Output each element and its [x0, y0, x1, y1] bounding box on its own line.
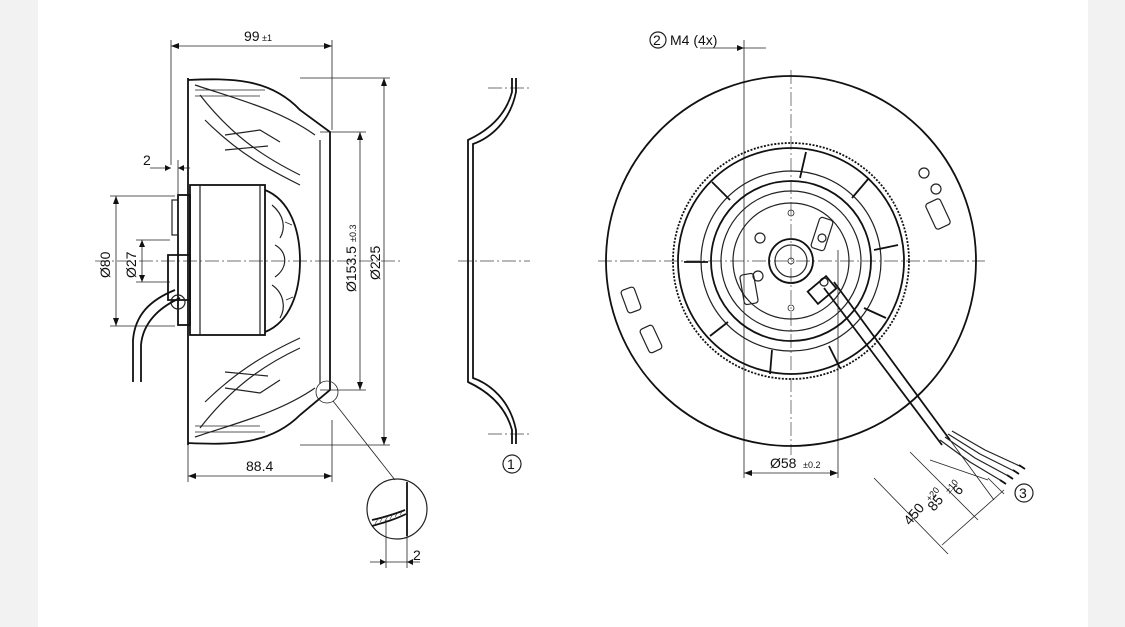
dim-width-total: 99 [244, 28, 260, 44]
drawing-sheet: 99 ±1 2 Ø80 Ø27 Ø153.5 ±0.3 Ø225 [38, 0, 1088, 627]
dim-shaft-dia: Ø27 [123, 251, 139, 278]
callout-circle-1 [502, 454, 522, 474]
callout-nozzle: 1 [507, 456, 515, 472]
dim-center-dia: Ø58 [770, 455, 797, 471]
dim-center-dia-tol: ±0.2 [803, 460, 820, 470]
callout-cable: 3 [1019, 485, 1027, 501]
detail-view: 2 [366, 478, 428, 568]
nozzle-view: 1 [458, 78, 530, 474]
callout-circle-3 [1014, 483, 1034, 503]
side-view [95, 78, 400, 481]
dim-width-total-tol: ±1 [262, 33, 272, 43]
detail-dim: 2 [413, 547, 421, 563]
side-view-dimensions: 99 ±1 2 Ø80 Ø27 Ø153.5 ±0.3 Ø225 [97, 28, 390, 482]
callout-thread: 2 [653, 32, 661, 48]
dim-shaft-offset: 2 [143, 152, 151, 168]
technical-drawing: 99 ±1 2 Ø80 Ø27 Ø153.5 ±0.3 Ø225 [95, 28, 1034, 568]
dim-outer-dia: Ø225 [367, 246, 383, 280]
thread-label: M4 (4x) [670, 32, 717, 48]
dim-inlet-dia-tol: ±0.3 [348, 225, 358, 242]
callout-circle-2 [649, 31, 667, 49]
dim-depth: 88.4 [246, 458, 273, 474]
dim-inlet-dia: Ø153.5 [343, 246, 359, 292]
front-view [598, 40, 1026, 485]
dim-hub-dia: Ø80 [97, 251, 113, 278]
